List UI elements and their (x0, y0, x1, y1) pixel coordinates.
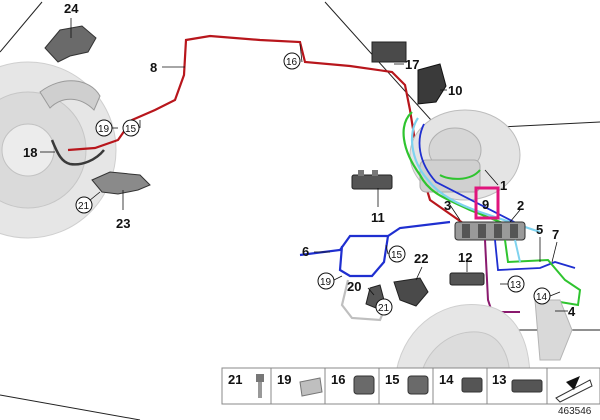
callout-11[interactable]: 11 (371, 210, 385, 225)
caliper-4 (534, 299, 573, 361)
callout-1[interactable]: 1 (500, 178, 507, 193)
callout-10[interactable]: 10 (448, 83, 462, 98)
strip-item-21-label: 21 (228, 372, 242, 387)
brake-line-cyan[interactable] (411, 117, 541, 234)
strip-item-15-label: 15 (385, 372, 399, 387)
strip-item-14[interactable]: 14 (439, 372, 483, 393)
callout-21-upper[interactable]: 21 (75, 196, 93, 214)
callout-15-lower[interactable]: 15 (388, 245, 406, 263)
callout-15-lower-label: 15 (391, 250, 403, 261)
strip-item-13[interactable]: 13 (492, 372, 543, 393)
callout-2[interactable]: 2 (517, 198, 524, 213)
bracket-22 (393, 277, 429, 307)
callout-7[interactable]: 7 (552, 227, 559, 242)
strip-item-14-label: 14 (439, 372, 454, 387)
distribution-block (454, 221, 526, 241)
clip-11 (351, 170, 393, 190)
strip-item-13-label: 13 (492, 372, 506, 387)
strip-item-15[interactable]: 15 (385, 372, 429, 395)
callout-8[interactable]: 8 (150, 60, 157, 75)
callout-13[interactable]: 13 (507, 275, 525, 293)
brake-line-green[interactable] (402, 111, 521, 232)
leader-lines (40, 18, 568, 312)
callout-21-lower[interactable]: 21 (375, 298, 393, 316)
callout-19-upper[interactable]: 19 (95, 119, 113, 137)
callout-19-lower-label: 19 (320, 277, 332, 288)
callout-20[interactable]: 20 (347, 279, 361, 294)
brake-line-6[interactable] (299, 220, 451, 278)
callout-23[interactable]: 23 (116, 216, 130, 231)
parts-strip: 21 19 16 15 14 13 (221, 367, 600, 405)
callout-12[interactable]: 12 (458, 250, 472, 265)
brake-booster (409, 109, 521, 201)
body-outline (0, 394, 141, 420)
orientation-arrow-icon (555, 376, 593, 403)
strip-item-16-label: 16 (331, 372, 345, 387)
callout-3[interactable]: 3 (444, 198, 451, 213)
callout-16[interactable]: 16 (283, 52, 301, 70)
brake-line-purple[interactable] (484, 239, 520, 313)
brake-line-blue-right[interactable] (494, 239, 576, 271)
bracket-24 (44, 25, 97, 63)
strip-item-19[interactable]: 19 (277, 372, 323, 397)
callout-24[interactable]: 24 (64, 1, 79, 16)
brake-line-blue-upper[interactable] (418, 123, 521, 226)
callout-19-lower[interactable]: 19 (317, 272, 335, 290)
callout-18[interactable]: 18 (23, 145, 37, 160)
callout-5[interactable]: 5 (536, 222, 543, 237)
callout-15-upper[interactable]: 15 (122, 119, 140, 137)
brake-line-green-right[interactable] (504, 239, 582, 307)
callout-6[interactable]: 6 (302, 244, 309, 259)
body-outline (0, 1, 43, 53)
bracket-23 (91, 171, 151, 195)
part-17 (371, 41, 407, 63)
callout-4[interactable]: 4 (568, 304, 576, 319)
callout-17[interactable]: 17 (405, 57, 419, 72)
callout-19-upper-label: 19 (98, 124, 110, 135)
part-10 (417, 63, 447, 105)
callout-21-upper-label: 21 (78, 201, 90, 212)
callout-14-label: 14 (536, 292, 548, 303)
brake-line-green-loop[interactable] (439, 169, 481, 180)
strip-item-16[interactable]: 16 (331, 372, 375, 395)
callout-22[interactable]: 22 (414, 251, 428, 266)
callout-14[interactable]: 14 (533, 287, 551, 305)
strip-item-21[interactable]: 21 (228, 372, 264, 398)
strip-item-19-label: 19 (277, 372, 291, 387)
highlight-box (474, 186, 500, 220)
callout-13-label: 13 (510, 280, 522, 291)
clip-12 (449, 272, 485, 286)
callout-9[interactable]: 9 (482, 197, 489, 212)
brake-line-cyan-right[interactable] (514, 239, 521, 263)
diagram-id: 463546 (558, 406, 592, 417)
callout-16-label: 16 (286, 57, 298, 68)
left-brake-disc (0, 61, 117, 239)
callout-15-upper-label: 15 (125, 124, 137, 135)
callout-21-lower-label: 21 (378, 303, 390, 314)
